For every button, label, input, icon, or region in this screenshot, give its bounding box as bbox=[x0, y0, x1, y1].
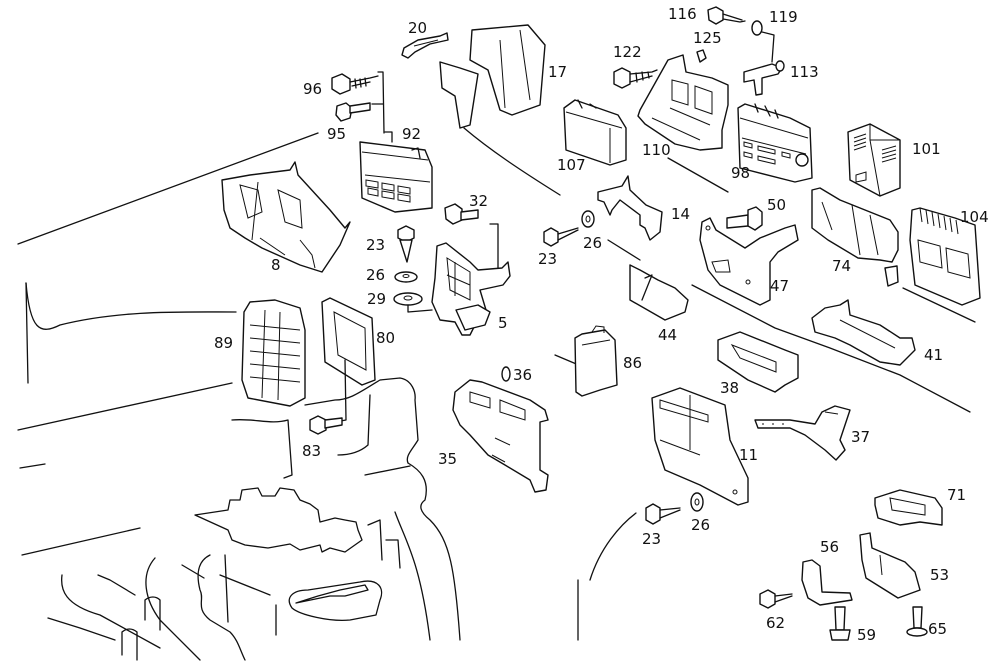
callout-113: 113 bbox=[790, 63, 819, 81]
part-23-screw-left bbox=[397, 225, 415, 263]
callout-26-lower: 26 bbox=[691, 516, 710, 534]
part-104-control-unit bbox=[909, 207, 981, 306]
part-83-bolt bbox=[309, 415, 343, 435]
callout-17: 17 bbox=[548, 63, 567, 81]
part-119-washer bbox=[751, 20, 775, 63]
callout-96: 96 bbox=[303, 80, 322, 98]
part-116-screw bbox=[707, 6, 746, 25]
callout-36: 36 bbox=[513, 366, 532, 384]
part-26-washer-left bbox=[394, 271, 418, 283]
part-125-nut-clip bbox=[696, 49, 707, 63]
callout-119: 119 bbox=[769, 8, 798, 26]
part-65-bolt bbox=[906, 606, 928, 637]
part-98-control-module bbox=[737, 103, 813, 183]
part-71-holder bbox=[874, 489, 943, 526]
callout-98: 98 bbox=[731, 164, 750, 182]
part-23-screw-lower bbox=[645, 503, 681, 525]
part-17-bracket bbox=[439, 24, 546, 129]
callout-80: 80 bbox=[376, 329, 395, 347]
part-23-screw-middle bbox=[543, 227, 579, 247]
part-14-bracket bbox=[597, 175, 663, 241]
part-113-bracket bbox=[743, 60, 785, 96]
callout-89: 89 bbox=[214, 334, 233, 352]
callout-62: 62 bbox=[766, 614, 785, 632]
callout-35: 35 bbox=[438, 450, 457, 468]
callout-125: 125 bbox=[693, 29, 722, 47]
part-35-bracket bbox=[452, 379, 549, 493]
part-50-bolt bbox=[726, 206, 763, 231]
callout-65: 65 bbox=[928, 620, 947, 638]
callout-122: 122 bbox=[613, 43, 642, 61]
part-5-bracket bbox=[431, 242, 511, 336]
part-47-bracket bbox=[699, 217, 799, 306]
callout-23-middle: 23 bbox=[538, 250, 557, 268]
callout-labels: 20 17 96 95 92 8 32 23 26 29 5 116 119 1… bbox=[214, 5, 989, 644]
part-36-washer bbox=[501, 366, 511, 382]
callout-23-left: 23 bbox=[366, 236, 385, 254]
part-89-control-module bbox=[241, 299, 306, 407]
callout-32: 32 bbox=[469, 192, 488, 210]
part-101-relay bbox=[847, 123, 901, 197]
part-26-washer-middle bbox=[581, 210, 595, 228]
callout-20: 20 bbox=[408, 19, 427, 37]
callout-50: 50 bbox=[767, 196, 786, 214]
part-74-holder bbox=[811, 187, 899, 287]
part-92-control-module bbox=[359, 131, 433, 213]
part-110-bracket bbox=[637, 54, 729, 151]
callout-83: 83 bbox=[302, 442, 321, 460]
part-95-bolt bbox=[335, 71, 385, 134]
part-122-screw bbox=[613, 67, 658, 89]
part-53-bracket bbox=[859, 532, 921, 599]
callout-23-lower: 23 bbox=[642, 530, 661, 548]
callout-53: 53 bbox=[930, 566, 949, 584]
callout-101: 101 bbox=[912, 140, 941, 158]
part-59-bolt bbox=[829, 606, 851, 641]
callout-107: 107 bbox=[557, 156, 586, 174]
part-86-cover bbox=[574, 325, 618, 397]
part-26-washer-lower bbox=[690, 492, 704, 512]
callout-38: 38 bbox=[720, 379, 739, 397]
part-41-holder bbox=[811, 299, 916, 366]
callout-71: 71 bbox=[947, 486, 966, 504]
part-62-screw bbox=[759, 589, 793, 609]
part-96-screw bbox=[331, 73, 379, 95]
callout-116: 116 bbox=[668, 5, 697, 23]
callout-14: 14 bbox=[671, 205, 690, 223]
callout-56: 56 bbox=[820, 538, 839, 556]
callout-110: 110 bbox=[642, 141, 671, 159]
callout-11: 11 bbox=[739, 446, 758, 464]
callout-29: 29 bbox=[367, 290, 386, 308]
part-20-clip bbox=[401, 32, 449, 59]
part-29-washer bbox=[393, 292, 433, 313]
callout-37: 37 bbox=[851, 428, 870, 446]
part-8-bracket bbox=[221, 161, 351, 273]
callout-44: 44 bbox=[658, 326, 677, 344]
callout-92: 92 bbox=[402, 125, 421, 143]
part-107-relay-module bbox=[563, 99, 627, 166]
callout-26-middle: 26 bbox=[583, 234, 602, 252]
callout-86: 86 bbox=[623, 354, 642, 372]
part-56-bracket bbox=[801, 559, 853, 606]
part-38-holder bbox=[717, 331, 799, 393]
callout-8: 8 bbox=[271, 256, 281, 274]
vehicle-outline bbox=[17, 127, 976, 661]
callout-74: 74 bbox=[832, 257, 851, 275]
callout-95: 95 bbox=[327, 125, 346, 143]
callout-41: 41 bbox=[924, 346, 943, 364]
callout-26-left: 26 bbox=[366, 266, 385, 284]
part-32-bolt bbox=[444, 203, 499, 269]
part-80-bracket bbox=[321, 297, 376, 423]
part-37-bracket bbox=[754, 405, 851, 461]
callout-47: 47 bbox=[770, 277, 789, 295]
part-44-bracket bbox=[629, 264, 689, 321]
callout-104: 104 bbox=[960, 208, 989, 226]
callout-59: 59 bbox=[857, 626, 876, 644]
callout-5: 5 bbox=[498, 314, 508, 332]
part-11-holder bbox=[651, 387, 749, 506]
